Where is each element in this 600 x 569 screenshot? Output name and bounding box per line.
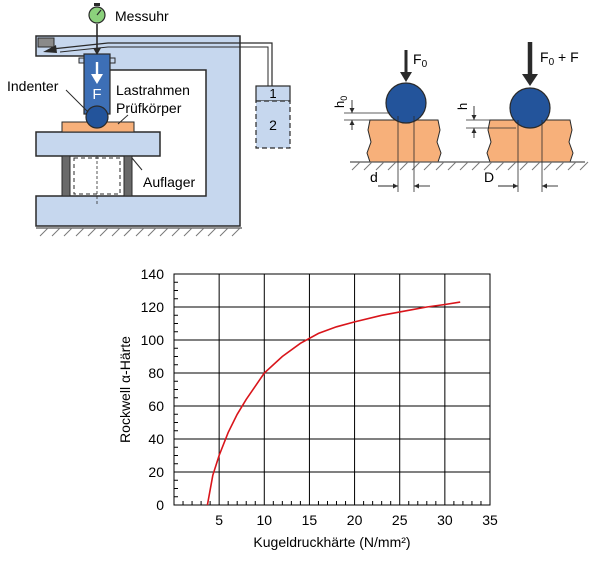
force-label: F <box>92 86 101 103</box>
lever-wire-outer <box>51 42 273 88</box>
support-leg-left <box>61 155 71 197</box>
right-force-head <box>522 74 538 86</box>
chart-x-tick-labels: 5 10 15 20 25 30 35 <box>215 512 498 528</box>
hardness-chart: 5 10 15 20 25 30 35 0 20 40 60 80 100 120 140 Kugeldr… <box>117 266 498 550</box>
gauge-label: Messuhr <box>115 8 169 24</box>
left-specimen <box>366 119 442 163</box>
weight-box-top-label: 1 <box>269 86 276 101</box>
left-d-head-right <box>414 183 419 189</box>
indenter-ball <box>85 105 109 129</box>
chart-x-axis-label: Kugeldruckhärte (N/mm²) <box>253 534 410 550</box>
indentation-diagram: F0 h0 d F0 + F h <box>332 42 589 192</box>
frame-label: Lastrahmen <box>116 82 190 98</box>
chart-y-tick-140: 140 <box>141 266 165 282</box>
specimen-label: Prüfkörper <box>116 100 182 116</box>
gauge-pointer-head <box>93 48 101 55</box>
ground-hatch <box>39 227 241 237</box>
support-leg-right <box>123 155 133 197</box>
weight-box-bottom-label: 2 <box>269 117 277 133</box>
chart-y-tick-40: 40 <box>148 431 164 447</box>
lever-wire-inner <box>59 46 269 88</box>
chart-y-tick-60: 60 <box>148 398 164 414</box>
chart-x-tick-25: 25 <box>392 512 408 528</box>
dial-gauge-cap <box>94 3 100 6</box>
indenter-label: Indenter <box>7 78 59 94</box>
left-h0-arrow-up-head <box>349 108 355 113</box>
right-h-arrow-down-head <box>471 128 477 133</box>
chart-y-tick-0: 0 <box>156 497 164 513</box>
specimen-leader <box>117 114 129 125</box>
right-h-arrow-up-head <box>471 115 477 120</box>
chart-x-tick-20: 20 <box>347 512 363 528</box>
right-d-label: D <box>484 169 494 185</box>
chart-x-tick-15: 15 <box>302 512 318 528</box>
right-ball <box>509 87 551 129</box>
support-label: Auflager <box>143 174 195 190</box>
right-force-label: F0 + F <box>540 49 579 68</box>
left-h0-label: h0 <box>332 96 349 108</box>
chart-plot-frame <box>173 273 491 506</box>
left-force-head <box>400 72 412 82</box>
left-d-label: d <box>370 169 378 185</box>
force-arrow-head <box>91 74 103 84</box>
left-ball <box>385 82 427 124</box>
chart-x-tick-10: 10 <box>256 512 272 528</box>
chart-y-tick-labels: 0 20 40 60 80 100 120 140 <box>141 266 165 513</box>
left-force-label: F0 <box>413 51 428 70</box>
chart-y-tick-20: 20 <box>148 464 164 480</box>
right-d-head-right <box>542 183 547 189</box>
right-d-head-left <box>513 183 518 189</box>
left-h0-arrow-down-head <box>349 120 355 125</box>
chart-x-tick-30: 30 <box>437 512 453 528</box>
frame-clamp-block <box>37 37 55 48</box>
indenter-leader <box>65 89 89 113</box>
dial-gauge-needle <box>96 9 102 16</box>
right-h-label: h <box>455 103 470 110</box>
support-leader <box>131 157 143 171</box>
indent-ground-hatch <box>351 161 589 171</box>
weight-box-bottom <box>255 100 291 149</box>
chart-series-line <box>206 301 461 506</box>
lever-arrow-head <box>43 45 57 53</box>
chart-minor-ticks <box>174 281 482 505</box>
chart-x-tick-35: 35 <box>482 512 498 528</box>
chart-y-tick-100: 100 <box>141 332 165 348</box>
testing-machine-diagram: F Messuhr 1 2 Indenter Lastrahmen Prüfkö… <box>7 3 291 237</box>
support-table <box>35 131 161 157</box>
chart-y-axis-label: Rockwell α-Härte <box>117 336 133 443</box>
chart-y-tick-120: 120 <box>141 299 165 315</box>
left-d-head-left <box>393 183 398 189</box>
chart-y-tick-80: 80 <box>148 365 164 381</box>
chart-grid <box>174 273 491 506</box>
chart-x-tick-5: 5 <box>215 512 223 528</box>
